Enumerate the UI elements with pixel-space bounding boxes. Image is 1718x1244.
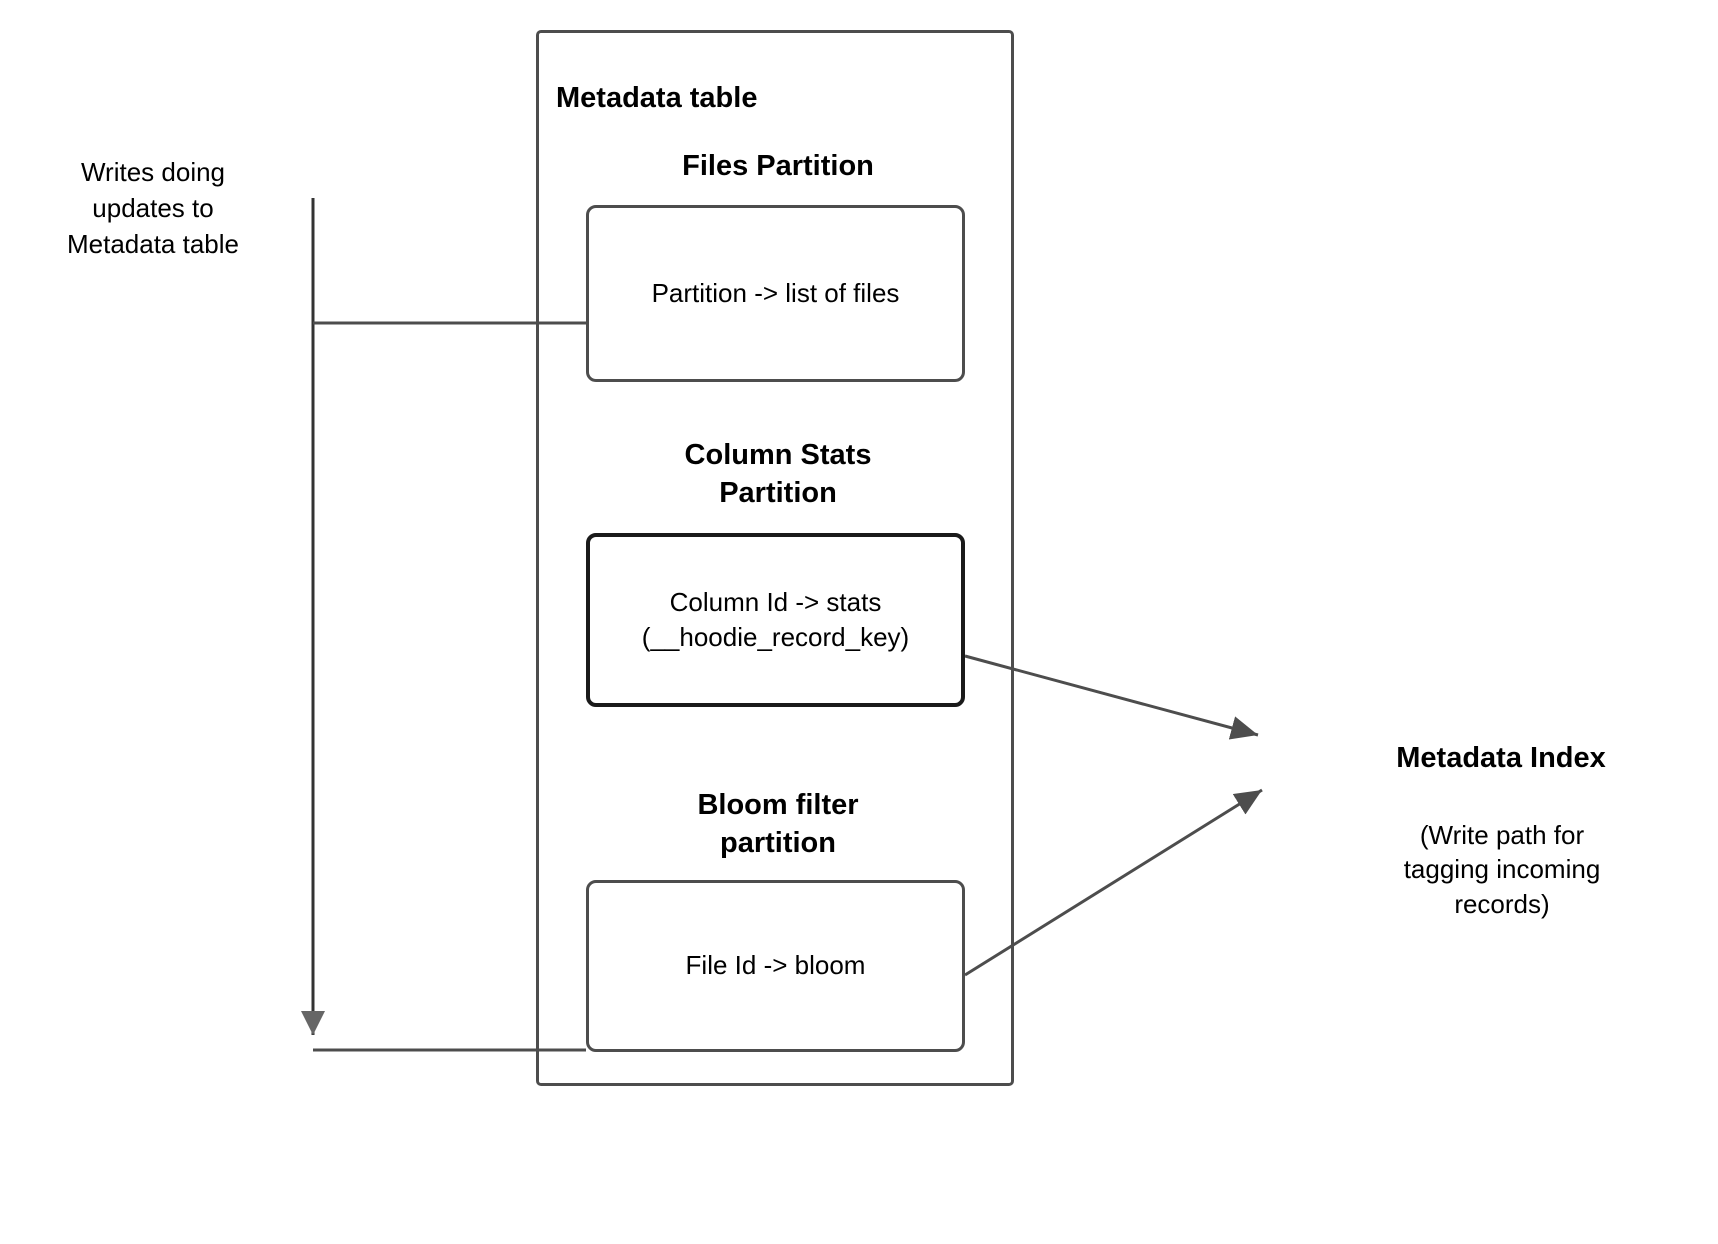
bloom-filter-partition-box-text: File Id -> bloom: [685, 950, 866, 981]
files-partition-box[interactable]: Partition -> list of files: [586, 205, 965, 382]
writes-updates-label: Writes doing updates to Metadata table: [66, 157, 239, 259]
metadata-index-note: (Write path for tagging incoming records…: [1403, 820, 1601, 919]
column-stats-partition-box-text: Column Id -> stats (__hoodie_record_key): [641, 586, 910, 652]
bloom-filter-partition-box[interactable]: File Id -> bloom: [586, 880, 965, 1052]
column-stats-partition-title: Column Stats Partition: [684, 439, 872, 509]
files-partition-title: Files Partition: [682, 150, 874, 182]
bloom-filter-partition-title: Bloom filter partition: [697, 789, 859, 859]
metadata-index-title: Metadata Index: [1396, 742, 1606, 774]
column-stats-partition-box[interactable]: Column Id -> stats (__hoodie_record_key): [586, 533, 965, 707]
metadata-table-title: Metadata table: [556, 82, 758, 114]
metadata-table-container: [536, 30, 1014, 1086]
files-partition-box-text: Partition -> list of files: [651, 277, 900, 308]
